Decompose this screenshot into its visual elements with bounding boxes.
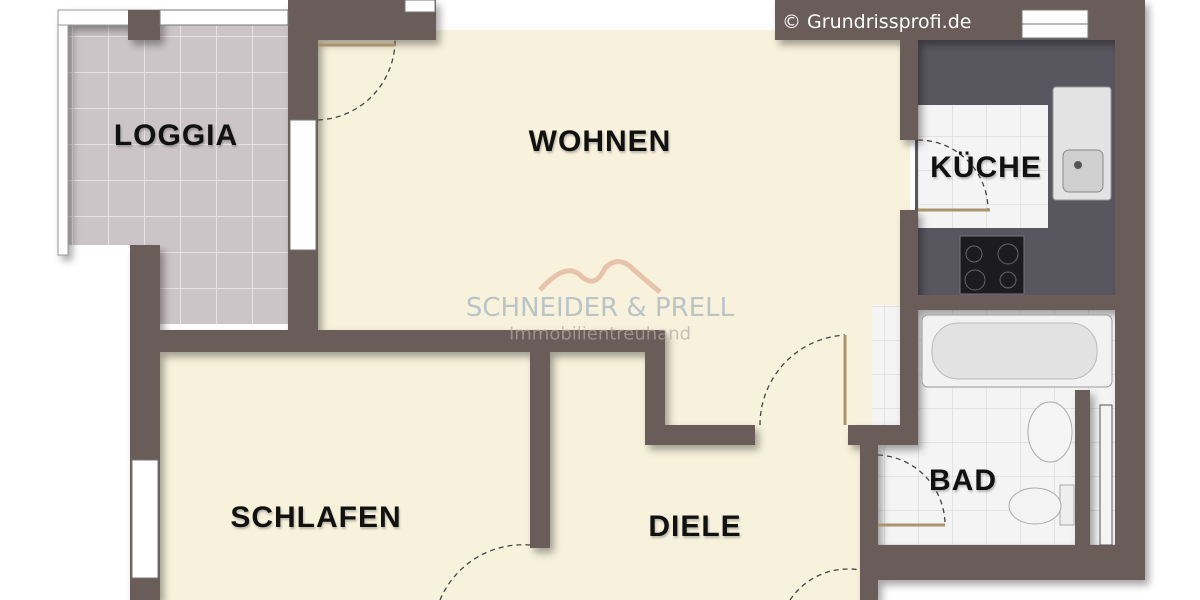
- shaft: [1099, 404, 1113, 546]
- sink: [1052, 86, 1112, 201]
- windows: [131, 0, 1089, 579]
- bathtub: [921, 314, 1113, 388]
- floor-loggia: [68, 25, 290, 245]
- room-label-wohnen: WOHNEN: [528, 125, 672, 158]
- floor-loggia-lower: [158, 240, 290, 324]
- room-label-diele: DIELE: [648, 510, 742, 543]
- watermark-tagline: Immobilientreuhand: [508, 323, 692, 345]
- watermark-company: SCHNEIDER & PRELL: [465, 293, 735, 323]
- room-label-bad: BAD: [929, 464, 997, 497]
- copyright-text: © Grundrissprofi.de: [782, 11, 972, 33]
- kitchen-tiles: [918, 105, 1048, 228]
- floor-schlafen: [150, 340, 540, 600]
- door-swings: [317, 39, 989, 600]
- washbasin: [1027, 401, 1073, 463]
- room-label-schlafen: SCHLAFEN: [230, 501, 402, 534]
- toilet: [1008, 484, 1075, 526]
- door-leaves: [318, 43, 990, 527]
- walls: [57, 0, 1145, 600]
- cooktop: [959, 235, 1025, 295]
- room-label-loggia: LOGGIA: [113, 119, 239, 152]
- room-label-kueche: KÜCHE: [930, 151, 1042, 184]
- floor-diele: [540, 340, 870, 600]
- watermark-logo: [538, 259, 662, 294]
